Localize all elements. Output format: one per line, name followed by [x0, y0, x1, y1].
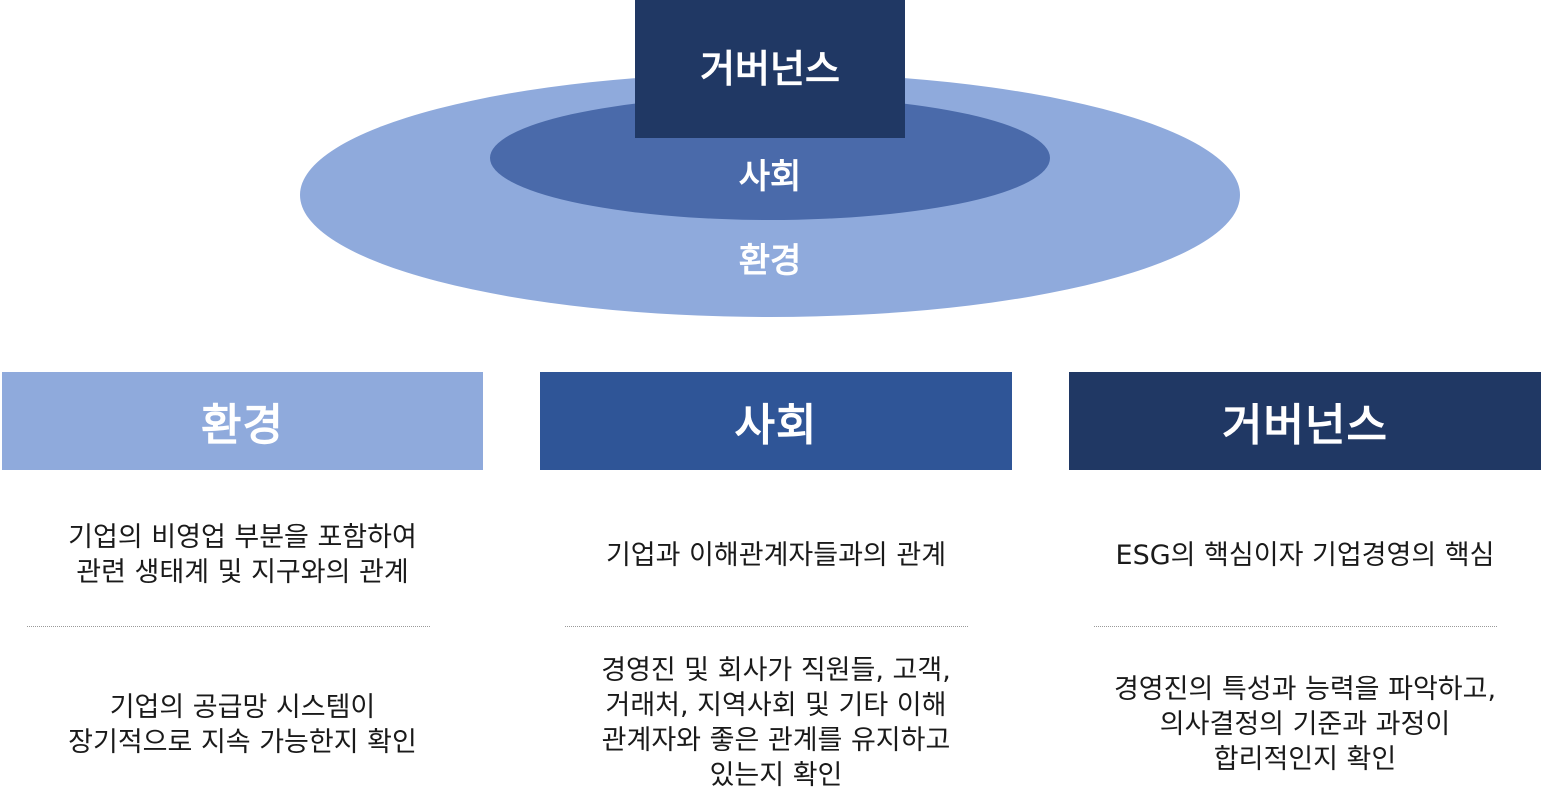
esg-ellipse-diagram: 거버넌스 사회 환경 — [300, 0, 1240, 317]
governance-box-label: 거버넌스 — [700, 47, 840, 91]
governance-top-box — [635, 0, 905, 138]
governance-header: 거버넌스 — [1069, 372, 1541, 470]
governance-divider — [1094, 626, 1497, 627]
environment-header: 환경 — [2, 372, 483, 470]
environment-description-relationship: 기업의 비영업 부분을 포함하여 관련 생태계 및 지구와의 관계 — [68, 522, 417, 588]
society-description-check: 경영진 및 회사가 직원들, 고객, 거래처, 지역사회 및 기타 이해 관계자… — [601, 655, 951, 791]
environment-ellipse-label: 환경 — [739, 241, 802, 281]
society-description-relationship: 기업과 이해관계자들과의 관계 — [605, 539, 947, 571]
governance-description-core: ESG의 핵심이자 기업경영의 핵심 — [1115, 539, 1495, 571]
society-ellipse-label: 사회 — [739, 157, 802, 197]
society-divider — [565, 626, 968, 627]
governance-description-check: 경영진의 특성과 능력을 파악하고, 의사결정의 기준과 과정이 합리적인지 확… — [1113, 673, 1497, 775]
environment-description-check: 기업의 공급망 시스템이 장기적으로 지속 가능한지 확인 — [68, 692, 417, 758]
society-inner-ellipse — [490, 96, 1050, 220]
environment-divider — [27, 626, 430, 627]
society-header: 사회 — [540, 372, 1012, 470]
